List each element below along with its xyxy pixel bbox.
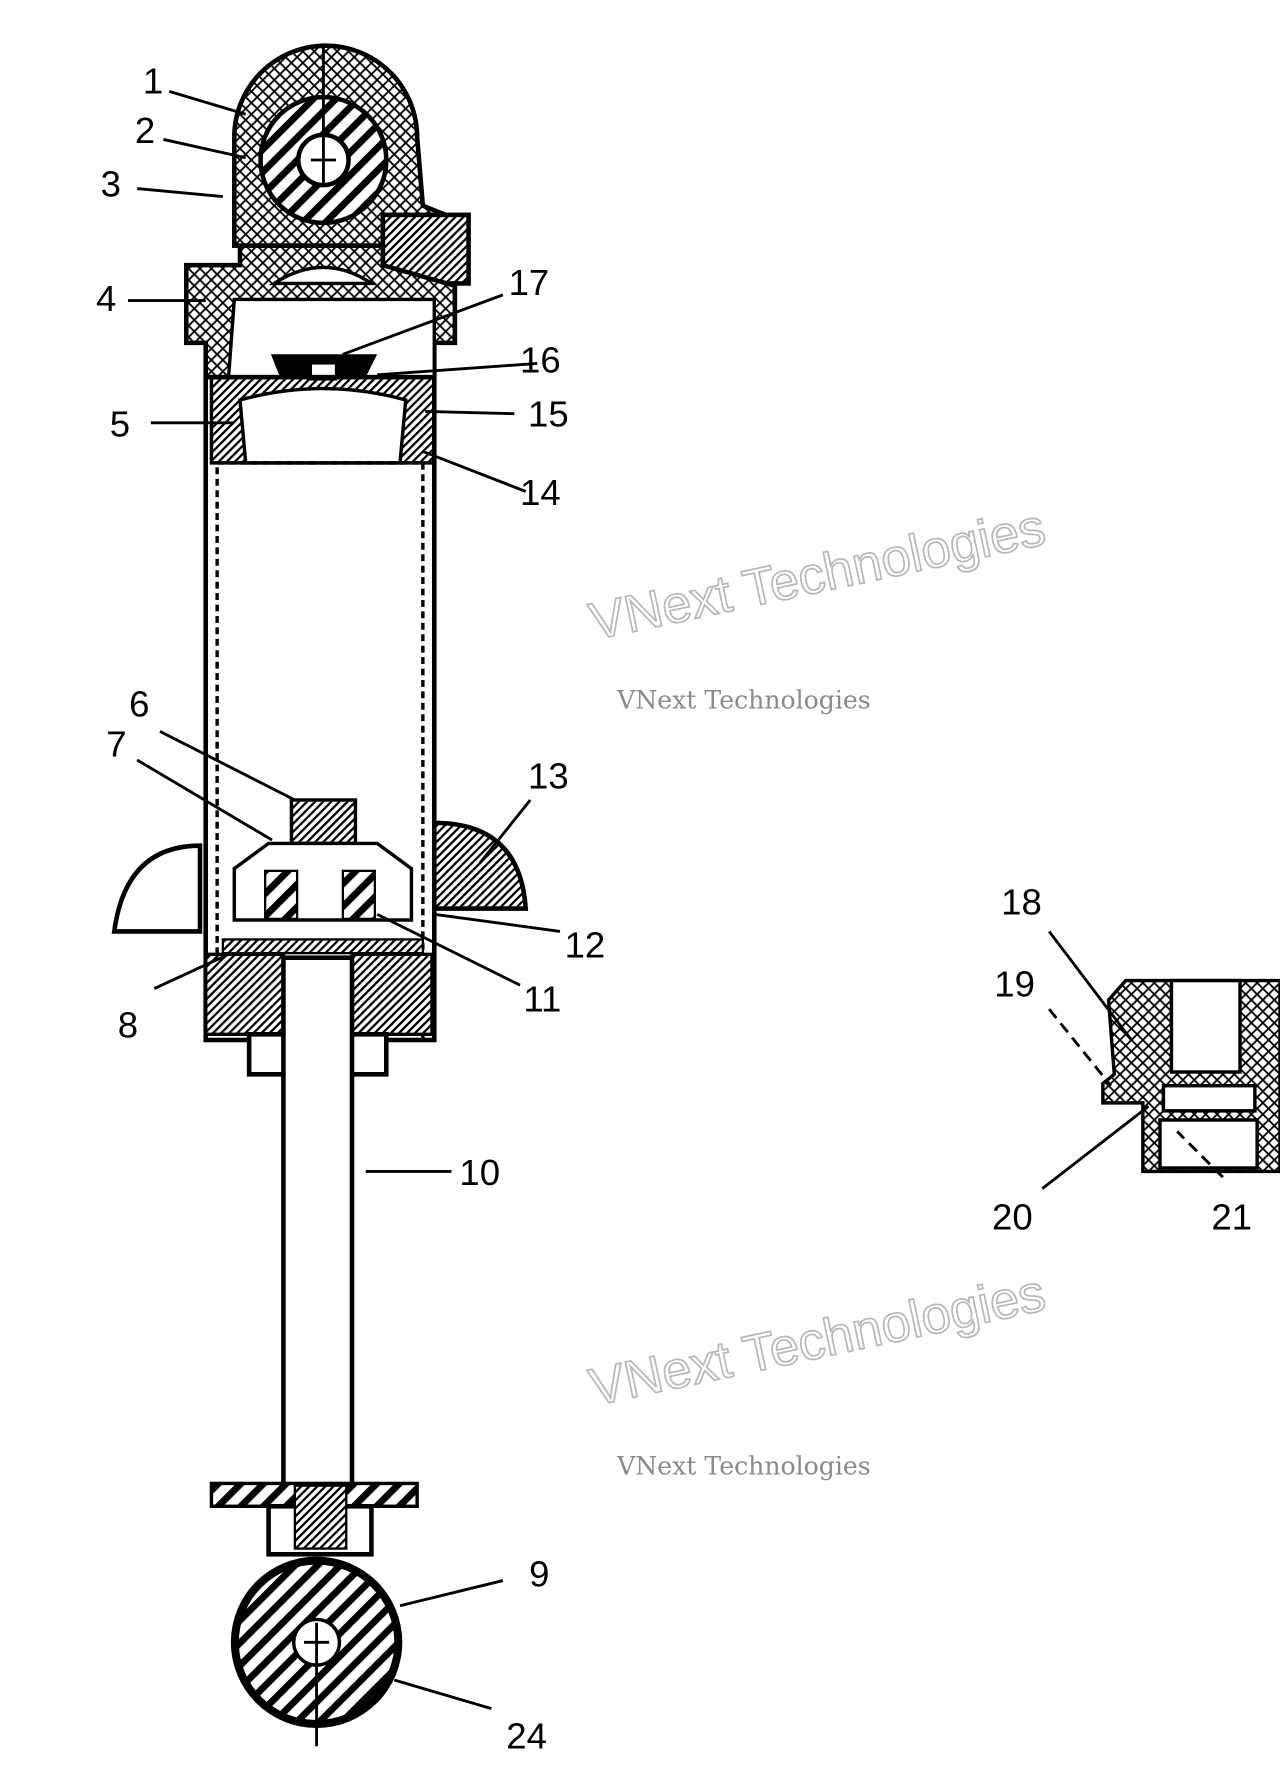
bottom-mount-eye [209, 1481, 419, 1747]
callout-7: 7 [106, 724, 126, 765]
callout-21: 21 [1211, 1197, 1252, 1238]
spring-cup-left [111, 843, 203, 934]
callout-15: 15 [528, 393, 569, 434]
watermark-top: VNext Technologies VNext Technologies [584, 497, 1051, 715]
svg-text:VNext Technologies: VNext Technologies [585, 498, 1051, 652]
callout-17: 17 [509, 262, 550, 303]
callout-10: 10 [459, 1152, 500, 1193]
callout-12: 12 [565, 925, 606, 966]
spring-cup-13 [432, 820, 529, 911]
svg-text:VNext Technologies: VNext Technologies [585, 1263, 1051, 1417]
callout-9: 9 [529, 1553, 549, 1594]
cylinder-cap [184, 243, 458, 380]
callout-3: 3 [101, 164, 121, 205]
callout-labels: 1 2 3 4 5 6 7 8 9 10 11 12 13 14 15 16 1… [96, 61, 1252, 1757]
watermark-bottom: VNext Technologies VNext Technologies [584, 1262, 1051, 1480]
leader-lines [128, 90, 1224, 1710]
callout-19: 19 [994, 964, 1035, 1005]
callout-8: 8 [118, 1005, 138, 1046]
callout-18: 18 [1001, 881, 1042, 922]
callout-13: 13 [528, 756, 569, 797]
callout-11: 11 [523, 978, 561, 1019]
callout-14: 14 [520, 472, 561, 513]
floating-piston [209, 354, 436, 465]
callout-2: 2 [135, 110, 155, 151]
callout-24: 24 [506, 1716, 547, 1757]
svg-text:VNext Technologies: VNext Technologies [616, 686, 871, 715]
shaft [281, 955, 355, 1488]
top-mount-eye [232, 43, 458, 248]
callout-16: 16 [520, 340, 561, 381]
svg-text:VNext Technologies: VNext Technologies [616, 1451, 871, 1480]
callout-4: 4 [96, 278, 116, 319]
callout-6: 6 [129, 684, 149, 725]
callout-1: 1 [143, 61, 163, 102]
callout-5: 5 [110, 404, 130, 445]
seal-detail-view [1101, 978, 1280, 1174]
callout-20: 20 [992, 1197, 1033, 1238]
